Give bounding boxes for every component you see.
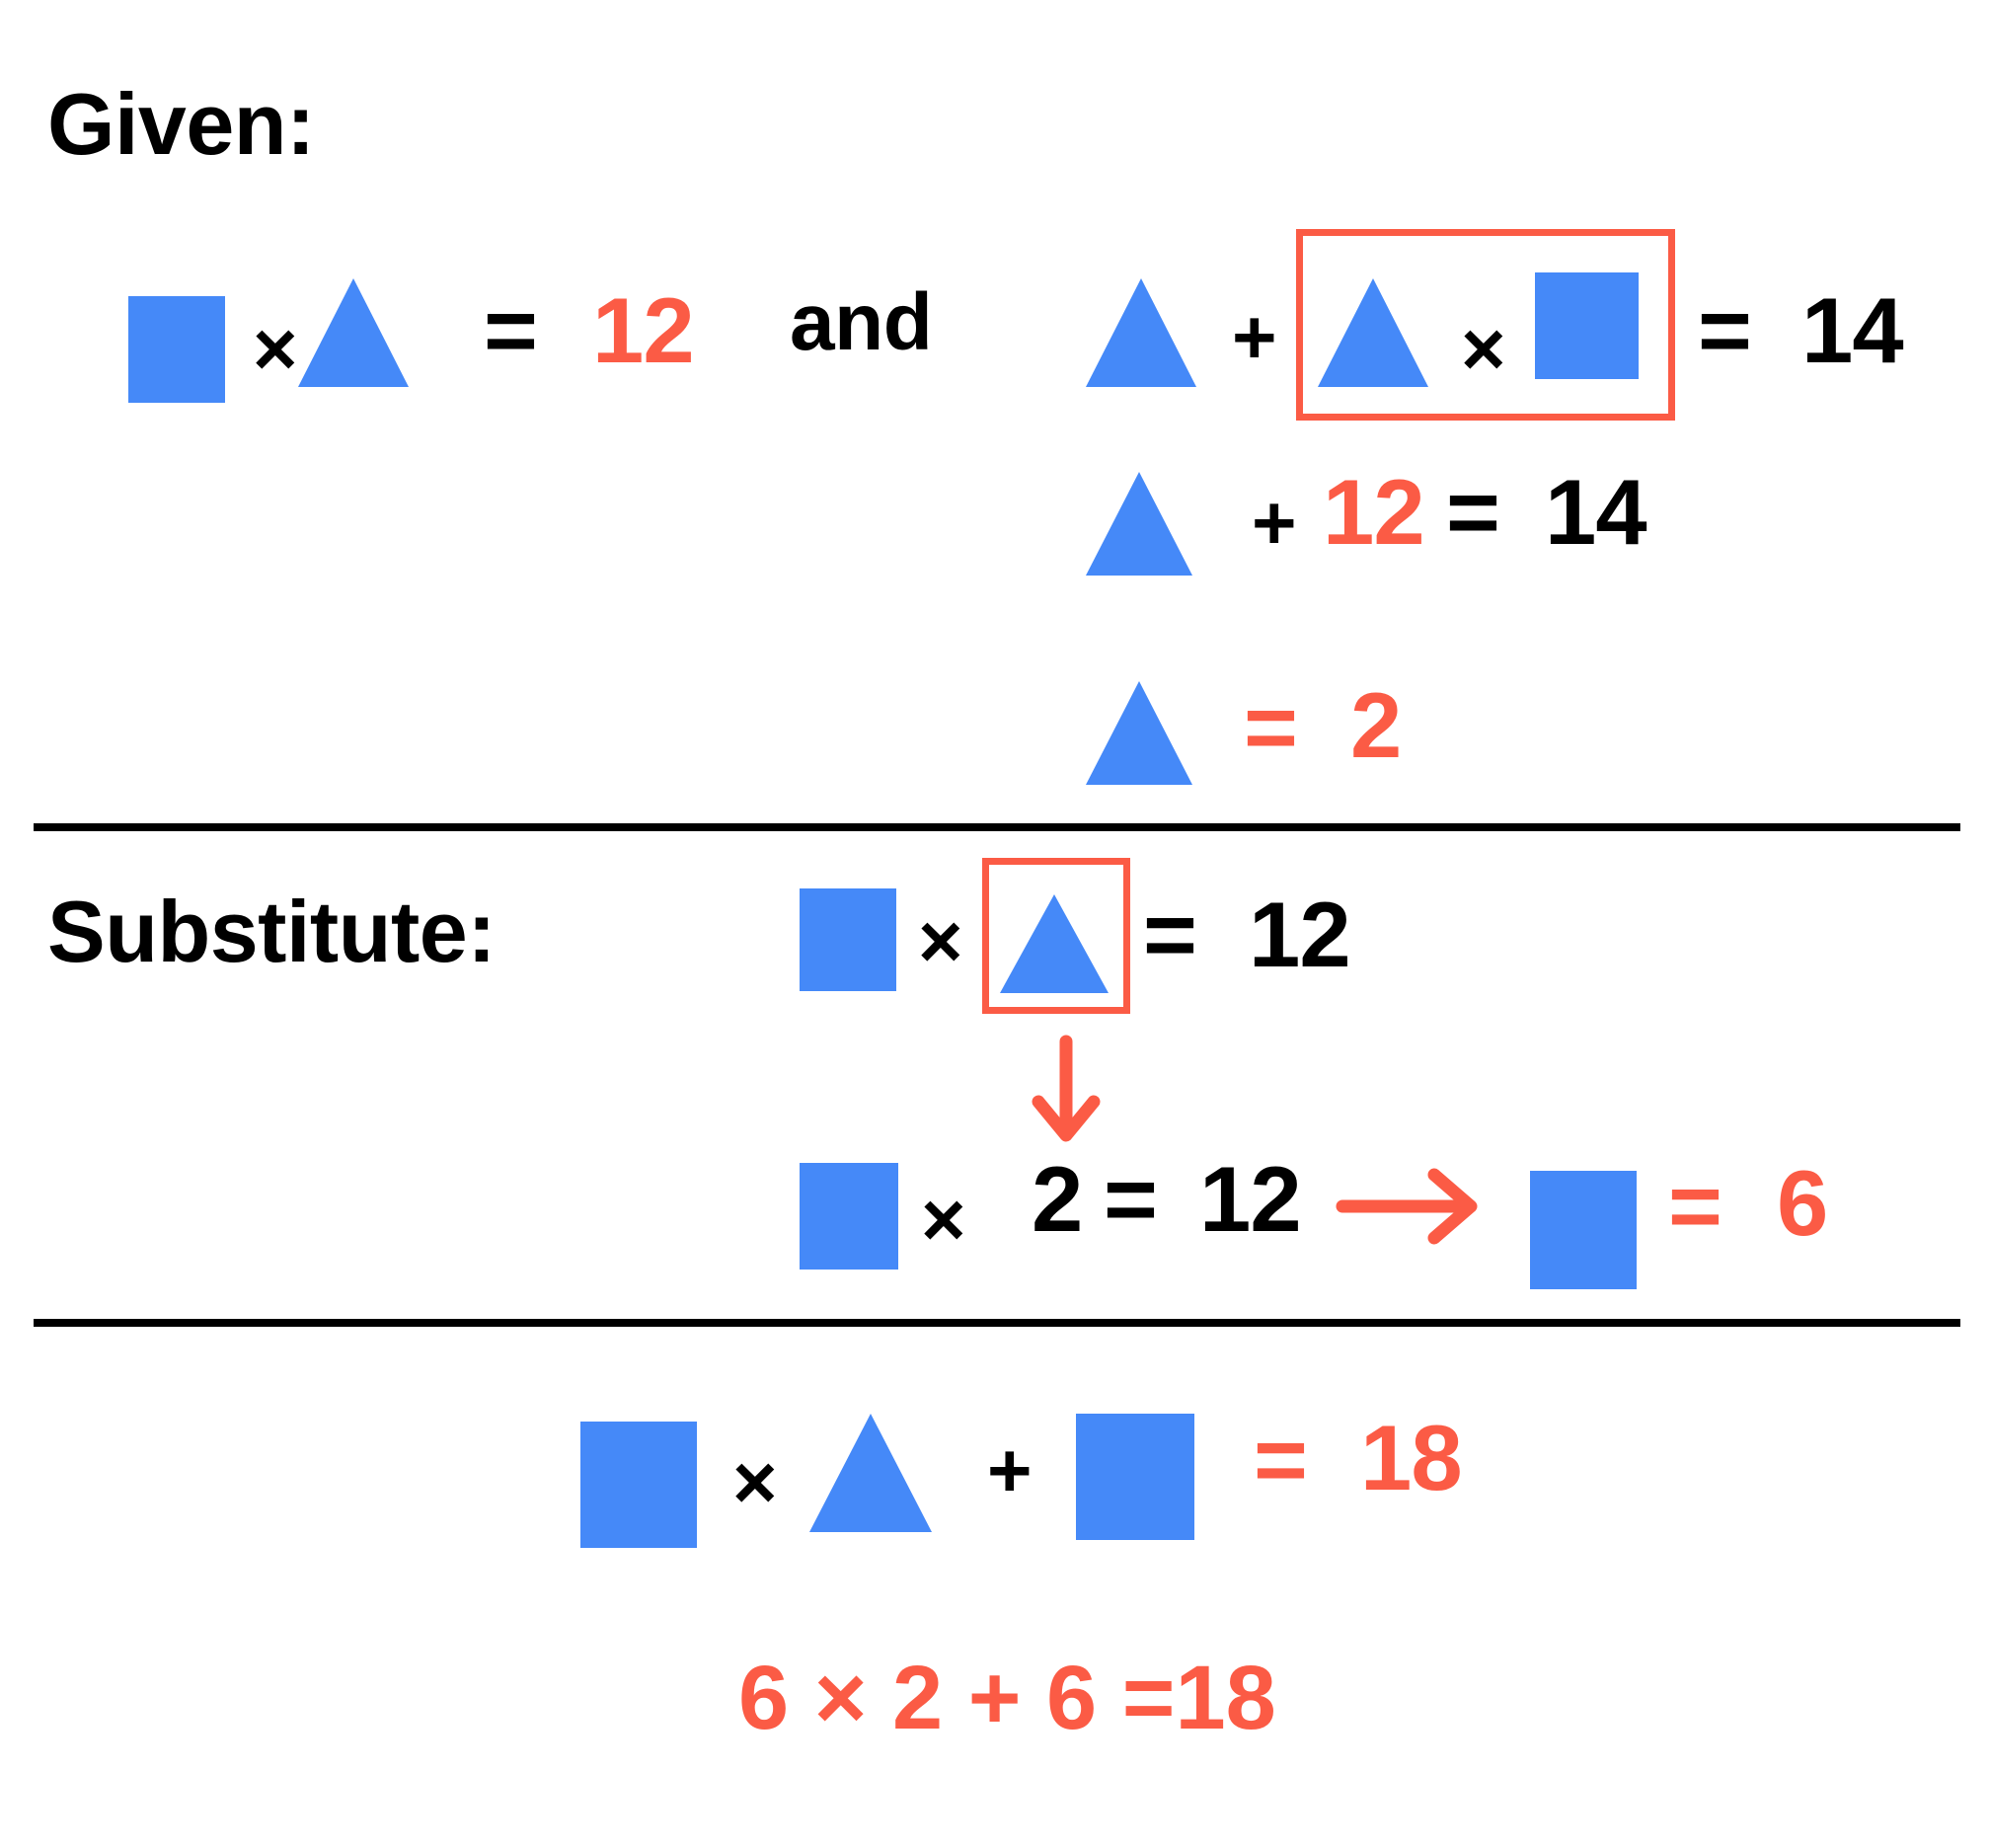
highlight-box-triangle: [982, 858, 1130, 1014]
result-value: 2: [1350, 673, 1402, 777]
equals-operator: =: [484, 278, 538, 382]
red-right-arrow-icon: [1336, 1167, 1481, 1246]
equals-operator: =: [1104, 1147, 1158, 1251]
section-divider: [34, 823, 1960, 831]
plus-operator: +: [1252, 479, 1297, 566]
answer-value: 6: [1777, 1151, 1828, 1255]
substituted-value: 2: [1032, 1147, 1083, 1251]
section-divider: [34, 1319, 1960, 1327]
blue-square-icon: [800, 888, 896, 991]
plus-operator: +: [1232, 293, 1277, 380]
blue-triangle-icon: [1086, 278, 1196, 387]
blue-square-icon: [128, 296, 225, 403]
plus-operator: +: [987, 1426, 1033, 1513]
result-value: 12: [1249, 883, 1351, 986]
blue-triangle-icon: [1086, 472, 1192, 576]
blue-square-icon: [1076, 1414, 1194, 1540]
equals-operator: =: [1668, 1154, 1722, 1258]
blue-triangle-icon: [1318, 278, 1428, 387]
blue-square-icon: [800, 1163, 898, 1270]
result-value: 12: [592, 278, 695, 382]
equals-operator: =: [1143, 883, 1197, 986]
times-operator: ×: [732, 1438, 778, 1525]
times-operator: ×: [918, 897, 963, 984]
times-operator: ×: [921, 1176, 966, 1263]
equals-operator: =: [1254, 1408, 1308, 1511]
blue-square-icon: [580, 1422, 697, 1548]
numeric-check-line: 6 × 2 + 6 =18: [738, 1648, 1276, 1748]
blue-square-icon: [1530, 1171, 1637, 1289]
times-operator: ×: [253, 305, 298, 392]
red-down-arrow-icon: [1032, 1035, 1101, 1145]
blue-triangle-icon: [1000, 894, 1109, 993]
substitute-section-heading: Substitute:: [47, 883, 497, 980]
blue-square-icon: [1535, 272, 1639, 379]
blue-triangle-icon: [1086, 681, 1192, 785]
result-value: 14: [1545, 460, 1647, 564]
times-operator: ×: [1461, 305, 1506, 392]
final-result-value: 18: [1360, 1406, 1463, 1509]
highlight-box-product: [1296, 229, 1675, 421]
blue-triangle-icon: [298, 278, 409, 387]
conjunction-and: and: [790, 277, 933, 367]
equals-operator: =: [1698, 278, 1752, 382]
equals-operator: =: [1244, 675, 1298, 779]
result-value: 14: [1801, 278, 1904, 382]
result-value: 12: [1199, 1147, 1302, 1251]
term-value: 12: [1323, 460, 1425, 564]
blue-triangle-icon: [809, 1414, 932, 1532]
equals-operator: =: [1446, 460, 1500, 564]
given-section-heading: Given:: [47, 75, 315, 173]
